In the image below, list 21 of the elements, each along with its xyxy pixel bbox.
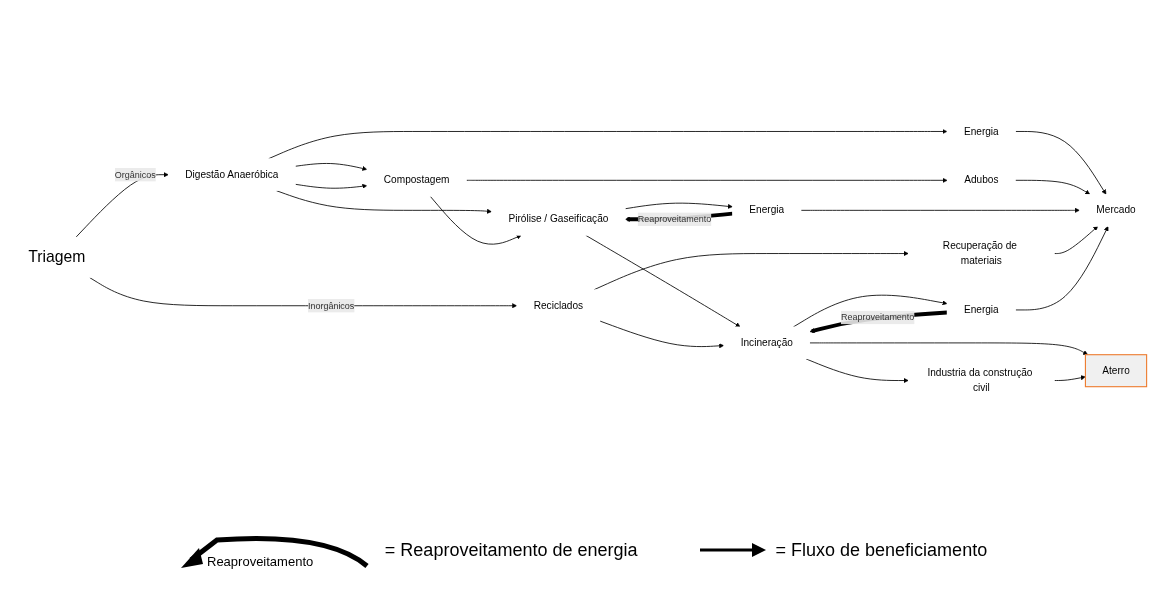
node-text: Recuperação de materiais	[942, 240, 1017, 267]
node-text: Reciclados	[533, 300, 584, 312]
node-text: Triagem	[28, 248, 86, 266]
edge-label: Inorgânicos	[307, 300, 355, 311]
legend-text: = Reaproveitamento de energia	[384, 539, 638, 561]
node-text: Energia	[963, 304, 999, 316]
node-text: Energia	[963, 125, 999, 138]
node-text: Compostagem	[383, 174, 450, 186]
edge-label: Orgânicos	[114, 169, 156, 180]
node-text: Digestão Anaeróbica	[185, 169, 279, 181]
edge-label: Reaproveitamento	[840, 312, 915, 323]
edge-label: Reaproveitamento	[637, 214, 712, 225]
node-text: Energia	[749, 204, 785, 216]
node-text: Mercado	[1096, 204, 1136, 216]
arrow	[809, 310, 948, 334]
legend-text: = Fluxo de beneficiamento	[775, 539, 988, 561]
node-text: Incineração	[740, 337, 793, 349]
node-text: Adubos	[964, 174, 999, 186]
node-box: Aterro	[1084, 354, 1148, 388]
node-text: Industria da construção civil	[927, 367, 1033, 394]
node-text: Pirólise / Gaseificação	[508, 213, 609, 225]
